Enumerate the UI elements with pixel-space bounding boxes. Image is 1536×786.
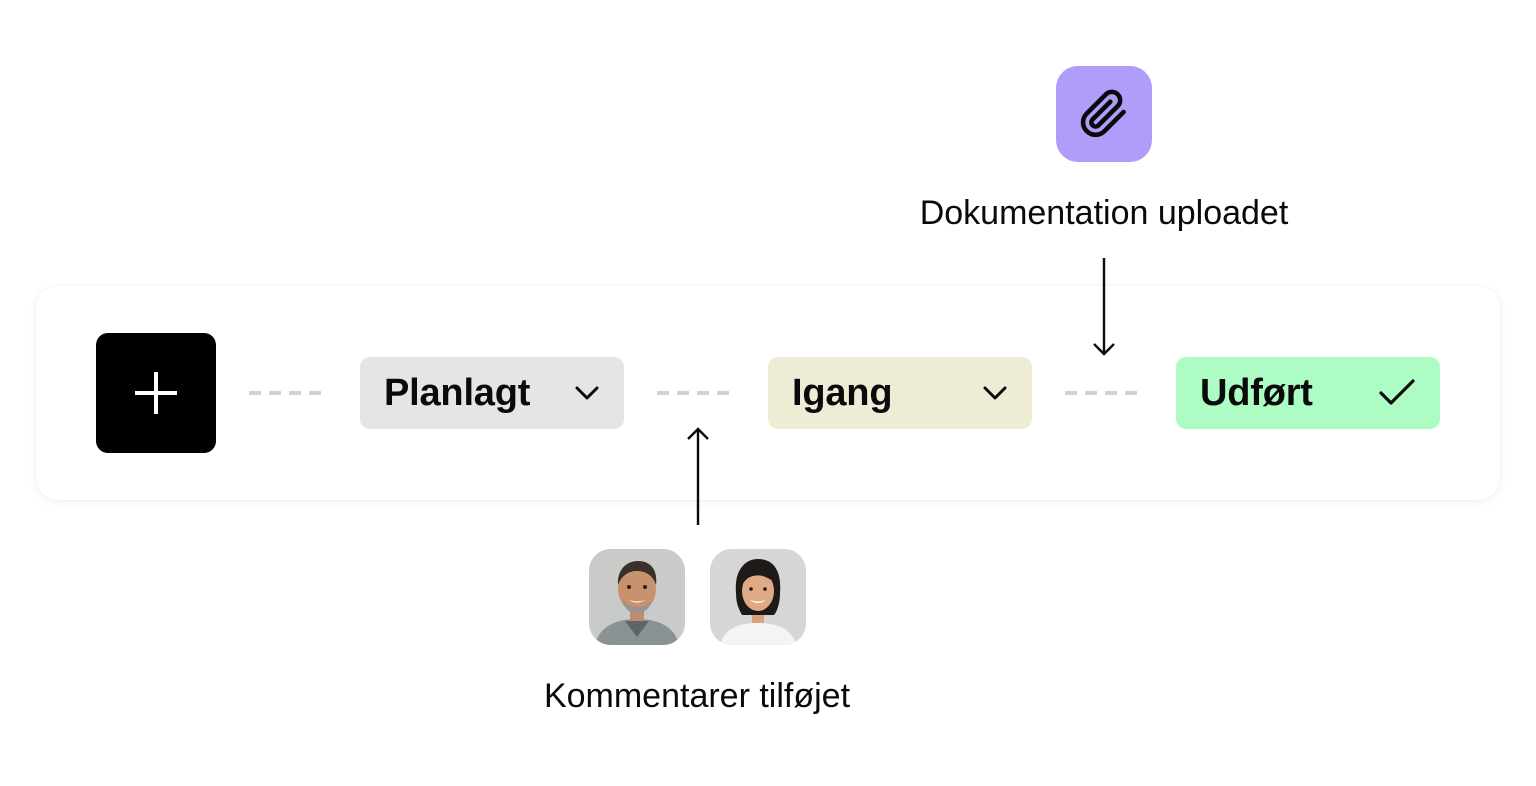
comments-label: Kommentarer tilføjet bbox=[543, 677, 851, 715]
avatar-man bbox=[589, 549, 685, 645]
avatar bbox=[710, 549, 806, 645]
avatar bbox=[589, 549, 685, 645]
status-label: Planlagt bbox=[384, 372, 531, 414]
paperclip-icon bbox=[1080, 89, 1126, 138]
dashed-connector bbox=[249, 391, 329, 395]
arrow-down-icon bbox=[1093, 258, 1115, 356]
documentation-label: Dokumentation uploadet bbox=[919, 194, 1289, 232]
avatar-woman bbox=[710, 549, 806, 645]
status-label: Igang bbox=[792, 372, 893, 414]
documentation-badge bbox=[1056, 66, 1152, 162]
status-planned[interactable]: Planlagt bbox=[360, 357, 624, 429]
chevron-down-icon bbox=[983, 386, 1007, 400]
check-icon bbox=[1379, 379, 1415, 405]
dashed-connector bbox=[1065, 391, 1145, 395]
status-label: Udført bbox=[1200, 372, 1313, 414]
status-done[interactable]: Udført bbox=[1176, 357, 1440, 429]
plus-icon bbox=[135, 372, 177, 414]
chevron-down-icon bbox=[575, 386, 599, 400]
dashed-connector bbox=[657, 391, 737, 395]
add-button[interactable] bbox=[96, 333, 216, 453]
arrow-up-icon bbox=[687, 427, 709, 525]
status-in-progress[interactable]: Igang bbox=[768, 357, 1032, 429]
